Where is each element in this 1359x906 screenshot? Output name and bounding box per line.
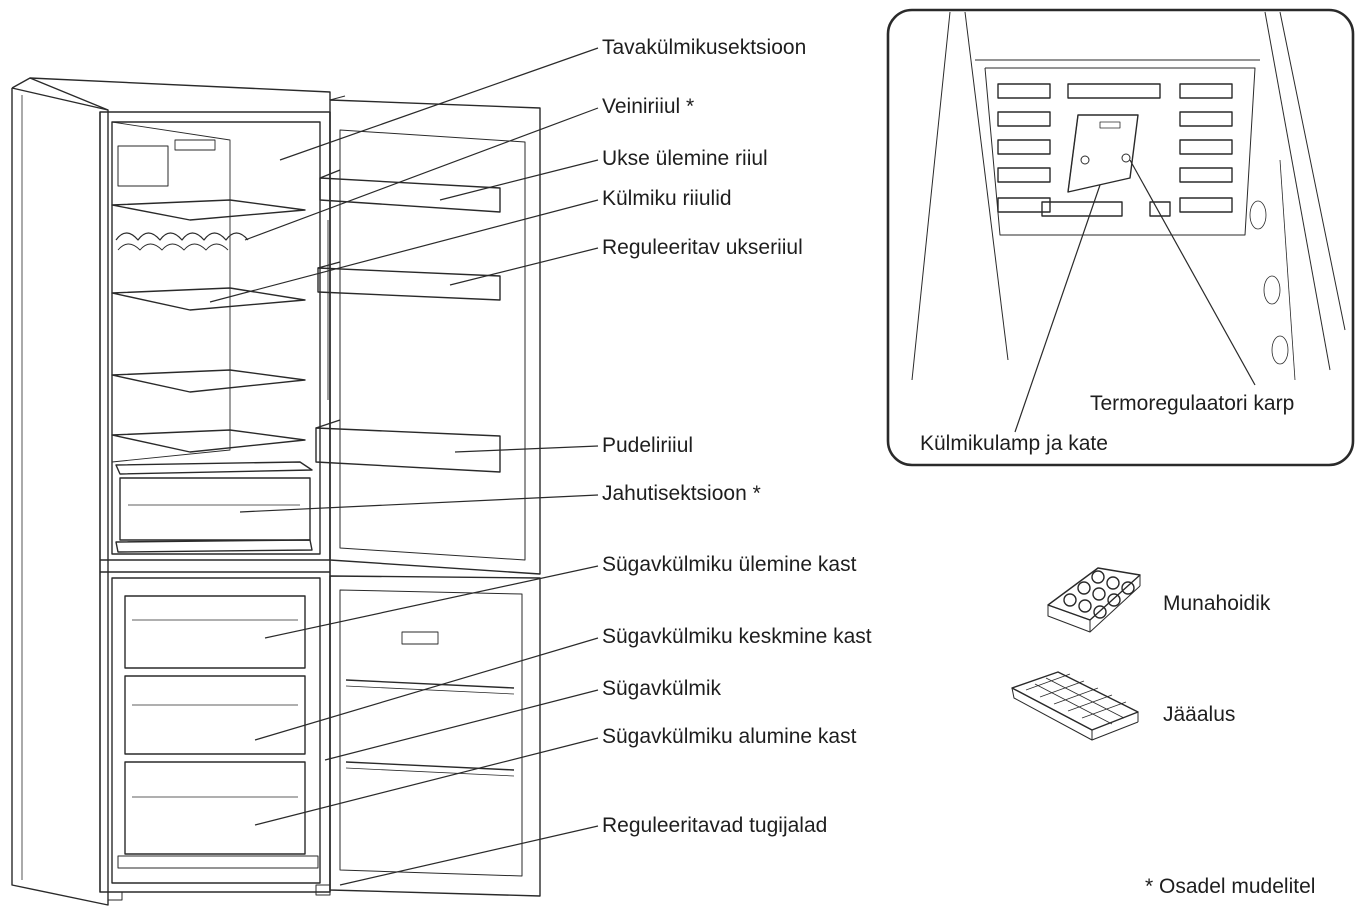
label-adjustable-door-shelf: Reguleeritav ukseriiul — [602, 236, 803, 259]
label-bottle-shelf: Pudeliriiul — [602, 434, 694, 457]
label-wine-rack: Veiniriiul * — [602, 95, 695, 118]
label-thermostat-box: Termoregulaatori karp — [1090, 392, 1295, 415]
label-freezer-bottom-drawer: Sügavkülmiku alumine kast — [602, 725, 857, 748]
freezer-door — [329, 575, 541, 897]
leader-lines — [209, 47, 599, 886]
label-ice-tray: Jääalus — [1163, 703, 1236, 726]
egg-tray-drawing — [1047, 567, 1141, 633]
label-lamp-and-cover: Külmikulamp ja kate — [920, 432, 1108, 455]
footnote: * Osadel mudelitel — [1145, 875, 1316, 898]
label-door-top-shelf: Ukse ülemine riiul — [602, 147, 768, 170]
ice-tray-drawing — [1011, 671, 1139, 741]
label-chill-compartment: Jahutisektsioon * — [602, 482, 761, 505]
label-fridge-compartment: Tavakülmikusektsioon — [602, 36, 807, 59]
label-egg-tray: Munahoidik — [1163, 592, 1271, 615]
inset-panel — [886, 8, 1355, 467]
label-freezer: Sügavkülmik — [602, 677, 722, 700]
label-freezer-middle-drawer: Sügavkülmiku keskmine kast — [602, 625, 872, 648]
fridge-cabinet — [11, 77, 331, 906]
label-adjustable-feet: Reguleeritavad tugijalad — [602, 814, 828, 837]
label-fridge-shelves: Külmiku riiulid — [602, 187, 732, 210]
label-freezer-top-drawer: Sügavkülmiku ülemine kast — [602, 553, 857, 576]
fridge-door — [315, 95, 541, 575]
